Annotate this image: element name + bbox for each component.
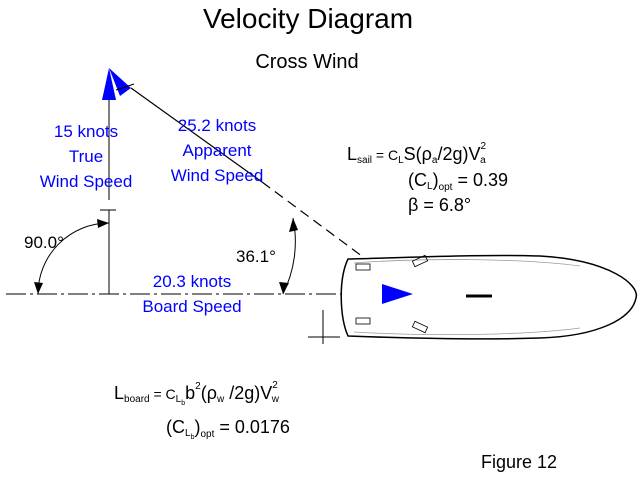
sail-beta-angle: β = 6.8° (408, 195, 471, 215)
true-wind-speed-label: Wind Speed (40, 172, 133, 191)
apparent-wind-angle-arrow-top (289, 218, 298, 232)
true-wind-arrowhead (102, 68, 116, 100)
footstrap-rear-bottom (355, 317, 371, 325)
true-wind-label: True (69, 147, 103, 166)
figure-label: Figure 12 (481, 452, 557, 472)
apparent-wind-speed-label: Wind Speed (171, 166, 264, 185)
true-wind-angle-arrow-left (34, 282, 43, 294)
apparent-wind-arrowhead (109, 68, 131, 96)
true-wind-speed-value: 15 knots (54, 122, 118, 141)
board-speed-arrowhead (382, 284, 413, 304)
board-speed-label: Board Speed (142, 297, 241, 316)
apparent-wind-label: Apparent (183, 141, 252, 160)
board-inner-edge-bottom (353, 327, 581, 336)
apparent-wind-angle-arrow-bottom (279, 282, 289, 294)
footstrap-rear-top (355, 263, 371, 271)
diagram-subtitle: Cross Wind (255, 51, 358, 73)
apparent-wind-speed-value: 25.2 knots (178, 116, 256, 135)
apparent-wind-vector-line (130, 87, 263, 183)
true-wind-angle-arrow-top (97, 219, 109, 228)
footstrap-front-bottom (411, 320, 429, 334)
diagram-title: Velocity Diagram (203, 3, 413, 34)
board-inner-edge-top (353, 259, 581, 267)
true-wind-angle-arc (37, 222, 110, 295)
true-wind-angle-label: 90.0° (24, 233, 64, 252)
apparent-wind-tick (115, 83, 135, 91)
sail-lift-coefficient: (CL)opt = 0.39 (408, 170, 508, 193)
footstrap-front-top (411, 254, 429, 268)
board-speed-value: 20.3 knots (153, 272, 231, 291)
board-lift-coefficient: (CLb)opt = 0.0176 (166, 417, 290, 441)
apparent-wind-angle-label: 36.1° (236, 247, 276, 266)
